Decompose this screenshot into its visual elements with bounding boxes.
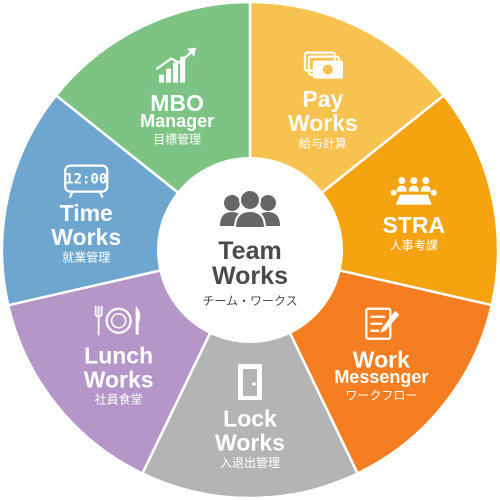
segment-stra-title-line1: STRA (382, 212, 445, 238)
segment-work-messenger-title-line2: Messenger (334, 367, 428, 387)
document-pen-icon (365, 307, 400, 340)
money-bills-icon (303, 51, 343, 79)
clock-display-text: 12:00 (65, 172, 107, 188)
segment-time-subtitle: 就業管理 (62, 250, 110, 265)
segment-pay-title-line1: Pay (302, 86, 343, 112)
segment-lock-subtitle: 入退出管理 (220, 455, 280, 470)
segment-work-messenger-subtitle: ワークフロー (345, 389, 417, 403)
segment-lunch-title-line2: Works (84, 366, 154, 392)
center-title-line2: Works (212, 262, 288, 290)
segment-time-title-line2: Works (51, 224, 121, 250)
segment-mbo-title-line1: MBO (150, 90, 204, 116)
segment-mbo-title-line2: Manager (140, 111, 214, 131)
segment-work-messenger-title-line1: Work (353, 346, 410, 372)
segment-mbo-subtitle: 目標管理 (153, 132, 201, 147)
segment-pay-title-line2: Works (288, 110, 358, 136)
center-circle (157, 157, 343, 343)
segment-time-title-line1: Time (60, 200, 113, 226)
segment-pay-subtitle: 給与計算 (299, 136, 347, 151)
labels-layer: PayWorks給与計算STRA人事考課WorkMessengerワークフローL… (51, 47, 445, 470)
segment-lunch-subtitle: 社員食堂 (95, 392, 143, 407)
digital-clock-icon: 12:00 (64, 164, 109, 198)
center-hub: Team Works チーム・ワークス (157, 157, 343, 343)
segment-stra-subtitle: 人事考課 (390, 238, 438, 253)
center-title-line1: Team (218, 237, 281, 265)
segment-lock-title-line2: Works (215, 430, 285, 456)
team-people-icon (220, 189, 280, 229)
meeting-table-icon (390, 177, 437, 205)
segment-lock-title-line1: Lock (223, 406, 277, 432)
center-subtitle: チーム・ワークス (202, 294, 297, 308)
door-icon (238, 364, 262, 400)
growth-chart-icon (156, 47, 197, 83)
fork-plate-knife-icon (94, 305, 141, 336)
segment-lunch-title-line1: Lunch (84, 342, 153, 368)
